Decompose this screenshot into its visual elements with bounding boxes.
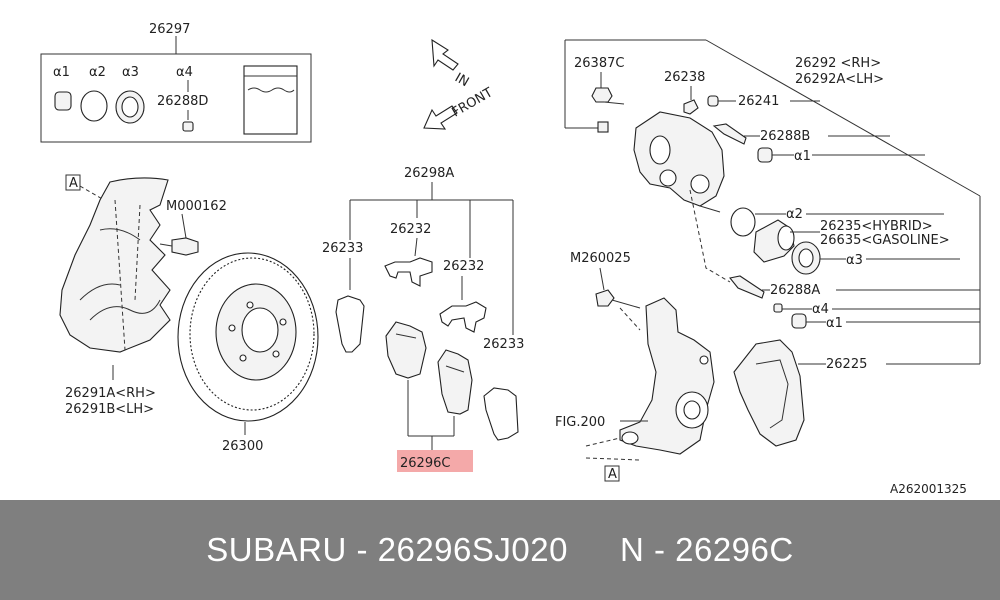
label-clip-mid[interactable]: 26232 [443, 259, 484, 274]
label-caliper-rh[interactable]: 26292 <RH> [795, 56, 881, 71]
footer-ref-number: N - 26296C [619, 531, 794, 568]
label-kit-a2[interactable]: α2 [89, 65, 106, 80]
part-number-banner: SUBARU - 26296SJ020 N - 26296C [0, 500, 1000, 600]
shim-right-part[interactable] [483, 387, 519, 441]
label-fig-ref[interactable]: FIG.200 [555, 415, 605, 430]
label-cap[interactable]: 26241 [738, 94, 779, 109]
pad-outer-part[interactable] [437, 349, 473, 415]
label-pad-kit[interactable]: 26298A [404, 166, 454, 181]
clip-top-part[interactable] [384, 257, 433, 287]
shim-left-part[interactable] [335, 295, 365, 353]
label-piston-gasoline[interactable]: 26635<GASOLINE> [820, 233, 950, 248]
pin-a-part[interactable] [729, 275, 765, 299]
pad-set-highlight [397, 450, 473, 472]
label-in: IN [452, 70, 471, 90]
caliper-bolt-part[interactable] [591, 87, 613, 103]
label-caliper-lh[interactable]: 26292A<LH> [795, 72, 884, 87]
parts-diagram: 26297 α1 α2 α3 α4 26288D IN FRONT A [40, 22, 981, 496]
label-seal[interactable]: α2 [786, 207, 803, 222]
footer-part-number: SUBARU - 26296SJ020 [206, 531, 568, 568]
label-boot-top[interactable]: α1 [794, 149, 811, 164]
label-bleeder[interactable]: 26238 [664, 70, 705, 85]
knuckle-part[interactable] [619, 297, 715, 455]
kit-seal-part[interactable] [80, 90, 108, 122]
label-pin-a[interactable]: 26288A [770, 283, 820, 298]
caliper-body-part[interactable] [633, 111, 725, 207]
knuckle-group: M260025 FIG.200 A 26225 [555, 251, 980, 482]
label-clip-top[interactable]: 26232 [390, 222, 431, 237]
kit-grease-part[interactable] [243, 65, 298, 135]
diagram-code: A262001325 [890, 482, 967, 496]
label-shield-lh[interactable]: 26291B<LH> [65, 402, 154, 417]
knuckle-bolt-part[interactable] [595, 289, 615, 307]
ref-a-bottom: A [608, 467, 617, 482]
label-bracket[interactable]: 26225 [826, 357, 867, 372]
seal-part[interactable] [730, 207, 756, 237]
label-pin-a1[interactable]: α1 [826, 316, 843, 331]
pin-b-part[interactable] [712, 123, 747, 145]
arrow-front-icon [423, 105, 458, 130]
arrow-in-icon [431, 38, 459, 71]
label-pad-set[interactable]: 26296C [400, 456, 450, 471]
label-shield-bolt[interactable]: M000162 [166, 199, 227, 214]
label-shim-left[interactable]: 26233 [322, 241, 363, 256]
kit-boot-part[interactable] [54, 91, 72, 111]
shield-bolt-part[interactable] [171, 237, 199, 256]
label-front: FRONT [450, 85, 496, 120]
rotor-group: 26300 [177, 252, 319, 454]
label-pin-b[interactable]: 26288B [760, 129, 810, 144]
pad-inner-part[interactable] [385, 321, 427, 379]
pad-kit-group: 26298A 26233 26232 26232 26233 26296C [322, 166, 524, 472]
repair-kit-group: 26297 α1 α2 α3 α4 26288D [40, 22, 312, 143]
clip-mid-part[interactable] [439, 301, 487, 333]
boot-top-part[interactable] [757, 147, 773, 163]
dust-shield-part[interactable] [59, 177, 171, 353]
label-knuckle-bolt[interactable]: M260025 [570, 251, 631, 266]
dust-shield-group: A M000162 26291A<RH> 26291B<LH> [59, 174, 227, 417]
bracket-part[interactable] [733, 339, 805, 447]
direction-arrows: IN FRONT [423, 38, 496, 130]
label-pin-a4[interactable]: α4 [812, 302, 829, 317]
caliper-group: 26387C 26238 26241 26292 <RH> 26292A<LH>… [564, 39, 981, 364]
label-kit-a3[interactable]: α3 [122, 65, 139, 80]
label-kit-bolt[interactable]: 26288D [157, 94, 208, 109]
label-kit-a4[interactable]: α4 [176, 65, 193, 80]
label-rotor[interactable]: 26300 [222, 439, 263, 454]
label-kit-a1[interactable]: α1 [53, 65, 70, 80]
bleeder-part[interactable] [683, 99, 699, 115]
ref-a-top: A [69, 176, 78, 191]
label-piston-boot[interactable]: α3 [846, 253, 863, 268]
label-repair-kit[interactable]: 26297 [149, 22, 190, 37]
label-shim-right[interactable]: 26233 [483, 337, 524, 352]
label-shield-rh[interactable]: 26291A<RH> [65, 386, 156, 401]
cap-part[interactable] [707, 95, 719, 107]
pin-boot-part[interactable] [791, 313, 807, 329]
pin-cap-part[interactable] [773, 303, 783, 313]
label-piston-hybrid[interactable]: 26235<HYBRID> [820, 219, 933, 234]
kit-cap-part[interactable] [182, 121, 194, 132]
caliper-bolt2-part[interactable] [597, 121, 609, 133]
label-caliper-bolt[interactable]: 26387C [574, 56, 624, 71]
